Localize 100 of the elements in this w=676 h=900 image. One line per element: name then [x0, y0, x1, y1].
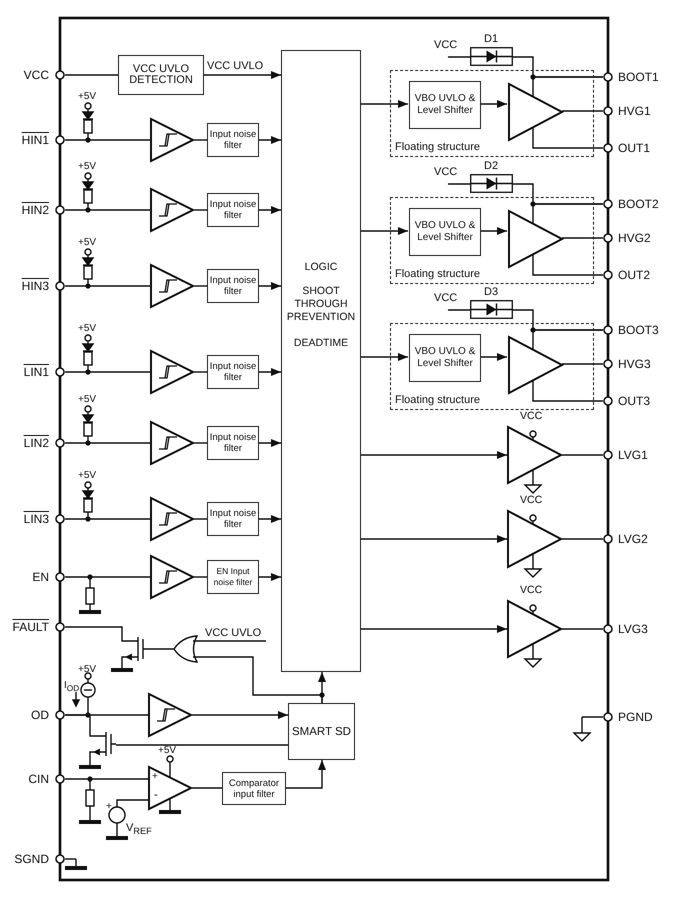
arrow	[204, 71, 281, 79]
gate-driver	[507, 600, 562, 658]
schmitt-trigger-buffer	[150, 421, 194, 465]
signal-label: VCC UVLO	[205, 627, 262, 640]
filter-block: Comparator input filter	[222, 772, 286, 805]
diode-symbol	[470, 47, 513, 66]
voltage-label: V$_{REF}$	[126, 822, 152, 838]
schmitt-trigger-buffer	[150, 264, 194, 308]
diode-label: D3	[484, 286, 498, 299]
wire	[194, 371, 207, 373]
pin-label: HVG1	[618, 104, 651, 118]
supply-label: +5V	[78, 469, 96, 482]
schmitt-trigger-buffer	[150, 350, 194, 394]
arrow	[259, 573, 281, 581]
wire	[532, 329, 603, 349]
pin-label: HIN2	[22, 203, 49, 217]
pin-label: LIN1	[24, 365, 49, 379]
supply-label: VCC	[520, 410, 542, 423]
pin-terminal	[603, 325, 613, 335]
arrow	[192, 711, 288, 719]
gate-driver	[508, 336, 563, 394]
pin-label: OUT2	[618, 268, 650, 282]
arrow	[259, 515, 281, 523]
wire	[532, 126, 603, 149]
pin-label: LVG2	[618, 532, 648, 546]
arrow	[259, 439, 281, 447]
pin-label: LVG1	[618, 448, 648, 462]
wire	[65, 139, 150, 141]
wire	[194, 285, 207, 287]
wire	[192, 787, 222, 789]
gate-driver	[508, 210, 563, 268]
wire	[65, 576, 150, 578]
polarity-sign: +	[106, 800, 112, 813]
wire	[194, 442, 207, 444]
pin-label: LVG3	[618, 622, 648, 636]
arrow	[286, 760, 326, 789]
wire	[148, 648, 168, 650]
arrow	[361, 535, 507, 543]
pin-label: BOOT3	[618, 323, 659, 337]
pin-label: OD	[31, 708, 49, 722]
arrow	[480, 353, 507, 361]
arrow	[259, 282, 281, 290]
schmitt-trigger-buffer	[150, 555, 194, 599]
floating-structure-region	[390, 70, 594, 157]
wire	[116, 744, 288, 746]
pin-label: HIN1	[22, 133, 49, 147]
pin-terminal	[55, 205, 65, 215]
pin-label: CIN	[28, 772, 49, 786]
pin-terminal	[603, 72, 613, 82]
pin-terminal	[55, 281, 65, 291]
wire	[65, 74, 118, 76]
pin-label: BOOT2	[618, 197, 659, 211]
supply-label: +5V	[78, 663, 96, 676]
arrow	[361, 227, 408, 235]
wire	[65, 626, 123, 635]
pin-label: VCC	[24, 68, 49, 82]
current-label: I$_{OD}$	[64, 679, 80, 695]
level-shifter-block: VBO UVLO & Level Shifter	[409, 81, 481, 129]
filter-block: Input noise filter	[207, 426, 259, 460]
wire	[198, 656, 323, 703]
wire	[532, 253, 603, 276]
logic-block	[281, 50, 361, 672]
wire	[65, 714, 91, 730]
supply-label: VCC	[520, 584, 542, 597]
pin-terminal	[55, 70, 65, 80]
pin-terminal	[55, 135, 65, 145]
filter-block: Input noise filter	[207, 355, 259, 389]
wire	[194, 518, 207, 520]
schmitt-trigger-buffer	[150, 118, 194, 162]
diode-label: D1	[484, 33, 498, 46]
filter-block: EN Input noise filter	[207, 560, 259, 594]
wire	[562, 237, 603, 239]
wire	[532, 76, 603, 96]
pin-label: HVG3	[618, 357, 651, 371]
block-text: SHOOT THROUGH PREVENTION	[286, 285, 356, 324]
wire	[65, 285, 150, 287]
wire	[532, 379, 603, 402]
arrow	[259, 206, 281, 214]
wire	[562, 454, 603, 456]
schmitt-trigger-buffer	[150, 497, 194, 541]
pin-terminal	[603, 270, 613, 280]
gate-driver	[507, 426, 562, 484]
pin-label: BOOT1	[618, 70, 659, 84]
region-label: Floating structure	[395, 141, 480, 154]
supply-label: +5V	[78, 393, 96, 406]
pin-terminal	[603, 624, 613, 634]
floating-structure-region	[390, 197, 594, 284]
pin-terminal	[603, 143, 613, 153]
diode-symbol	[470, 174, 513, 193]
detection-block: VCC UVLO DETECTION	[118, 55, 204, 95]
wire	[194, 576, 207, 578]
edge-label: VCC UVLO	[207, 60, 264, 73]
supply-label: VCC	[434, 292, 458, 305]
level-shifter-block: VBO UVLO & Level Shifter	[409, 208, 481, 256]
filter-block: Input noise filter	[207, 193, 259, 227]
supply-label: VCC	[434, 166, 458, 179]
wire	[194, 139, 207, 141]
polarity-sign: +	[152, 770, 158, 783]
pin-terminal	[55, 572, 65, 582]
pin-terminal	[55, 854, 65, 864]
